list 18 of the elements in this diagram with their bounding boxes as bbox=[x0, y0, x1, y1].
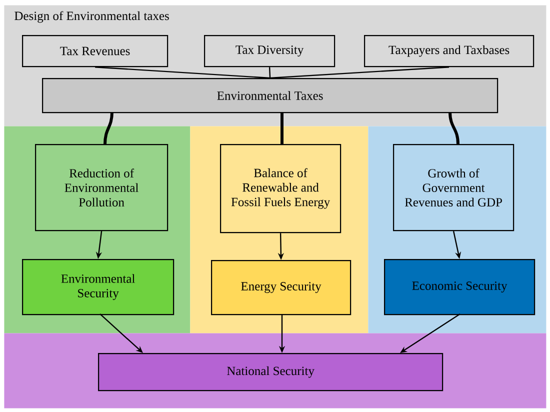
process-box: Taxpayers and Taxbases bbox=[364, 35, 534, 68]
connector-line bbox=[95, 66, 270, 79]
connector-line bbox=[280, 112, 284, 144]
process-box: Environmental Security bbox=[22, 259, 174, 316]
band-heading: Design of Environmental taxes bbox=[14, 11, 169, 23]
connector-line bbox=[268, 67, 271, 78]
connector-line bbox=[270, 66, 450, 79]
process-box: Environmental Taxes bbox=[42, 78, 498, 114]
connector-line bbox=[104, 112, 114, 144]
connector-line bbox=[448, 112, 460, 144]
process-box: Tax Diversity bbox=[204, 35, 336, 68]
process-box: Balance of Renewable and Fossil Fuels Energy bbox=[220, 144, 342, 234]
process-box: Tax Revenues bbox=[22, 35, 168, 68]
process-box: Reduction of Environmental Pollution bbox=[35, 144, 168, 232]
process-box: Energy Security bbox=[211, 260, 352, 316]
process-box: Economic Security bbox=[384, 259, 536, 316]
process-box: National Security bbox=[98, 353, 444, 392]
process-box: Growth of Government Revenues and GDP bbox=[393, 144, 514, 232]
